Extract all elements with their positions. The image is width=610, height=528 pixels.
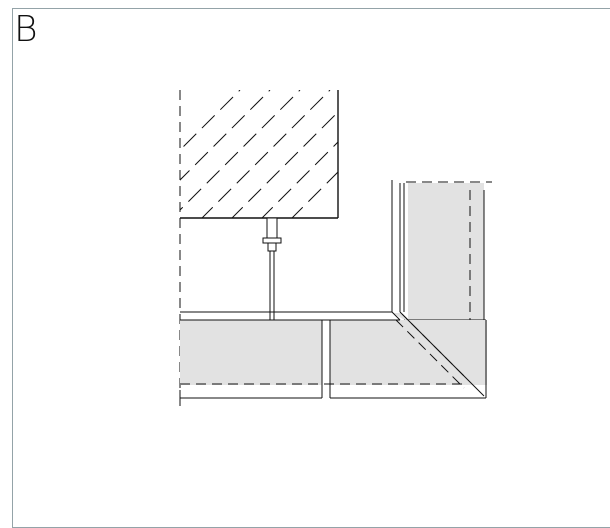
- panel-label: B: [14, 9, 38, 50]
- vertical-wall-panel: [391, 180, 492, 321]
- ceiling-slab: [179, 90, 339, 219]
- construction-detail-diagram: [179, 90, 492, 406]
- miter-joint: [391, 311, 485, 397]
- horizontal-ceiling-panel: [180, 311, 487, 399]
